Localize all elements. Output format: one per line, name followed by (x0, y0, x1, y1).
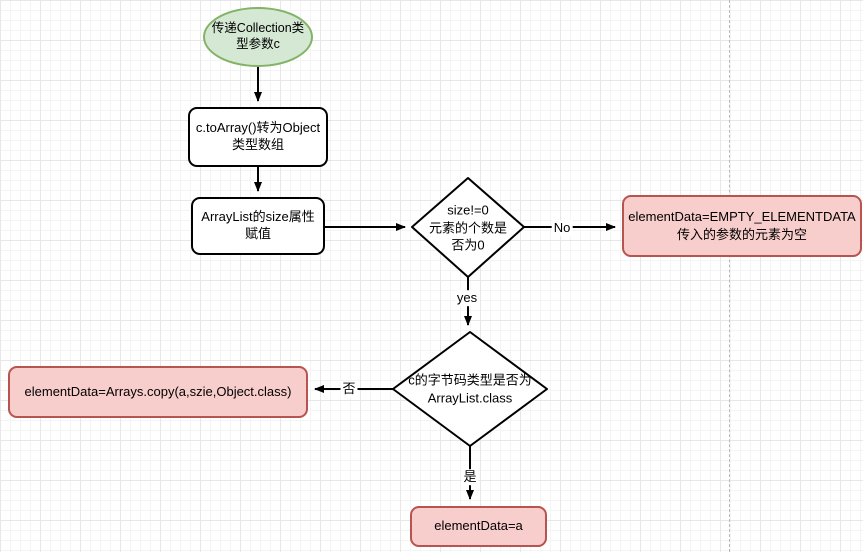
edge-label-yes[interactable]: yes (454, 290, 480, 306)
result-empty-elementdata-node[interactable]: elementData=EMPTY_ELEMENTDATA 传入的参数的元素为空 (622, 195, 862, 257)
page-break-line (729, 0, 730, 552)
edge-label-no[interactable]: No (551, 220, 573, 236)
decision-class-check-shape[interactable] (392, 331, 548, 447)
edge-label-fou[interactable]: 否 (340, 381, 358, 397)
process-size-assign-node[interactable]: ArrayList的size属性 赋值 (191, 197, 325, 255)
decision-size-check-shape[interactable] (411, 177, 525, 278)
start-node[interactable]: 传递Collection类 型参数c (203, 7, 313, 67)
edge-label-shi[interactable]: 是 (461, 469, 479, 485)
process-toarray-node[interactable]: c.toArray()转为Object 类型数组 (188, 107, 328, 167)
result-elementdata-a-node[interactable]: elementData=a (410, 506, 547, 547)
result-arrays-copy-node[interactable]: elementData=Arrays.copy(a,szie,Object.cl… (8, 366, 308, 418)
